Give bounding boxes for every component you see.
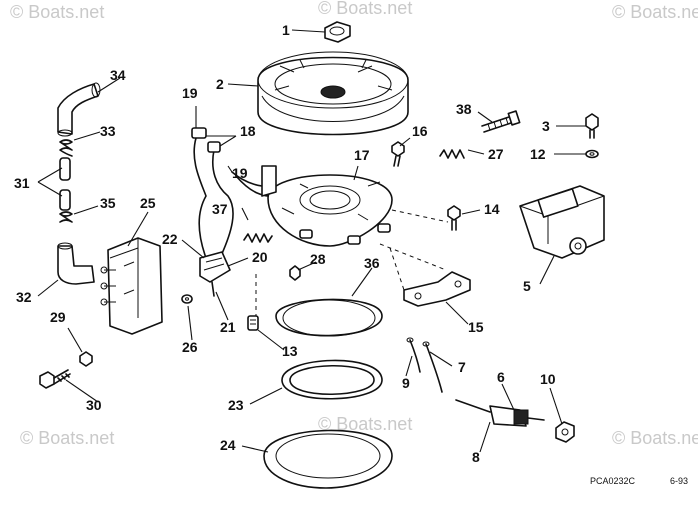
part-1-flywheel-nut xyxy=(324,21,351,43)
part-23-ring xyxy=(281,359,383,400)
callout-37: 37 xyxy=(212,201,228,217)
callout-5: 5 xyxy=(523,278,531,294)
callout-1: 1 xyxy=(282,22,290,38)
callout-34: 34 xyxy=(110,67,126,83)
part-29-nut xyxy=(79,351,93,367)
leader-lines xyxy=(37,29,586,453)
callout-3: 3 xyxy=(542,118,550,134)
part-5-ignition-module xyxy=(519,185,605,259)
callout-35: 35 xyxy=(100,195,116,211)
watermark-top-right: © Boats.net xyxy=(612,2,698,22)
watermark-top-left: © Boats.net xyxy=(10,2,104,22)
callout-24: 24 xyxy=(220,437,236,453)
part-7-wire xyxy=(422,341,443,393)
callout-10: 10 xyxy=(540,371,556,387)
part-38-screw xyxy=(481,110,521,133)
watermark-bottom-left: © Boats.net xyxy=(20,428,114,448)
callout-6: 6 xyxy=(497,369,505,385)
watermark-bottom-right: © Boats.net xyxy=(612,428,698,448)
callout-33: 33 xyxy=(100,123,116,139)
part-3-screw xyxy=(585,113,599,139)
callout-22: 22 xyxy=(162,231,178,247)
stator-leads-harness xyxy=(191,127,281,297)
drawing-date: 6-93 xyxy=(670,476,688,486)
callout-13: 13 xyxy=(282,343,298,359)
callout-28: 28 xyxy=(310,251,326,267)
part-35-spring xyxy=(59,211,73,223)
part-30-screw xyxy=(39,369,71,389)
callout-14: 14 xyxy=(484,201,500,217)
callout-19-lower: 19 xyxy=(232,165,248,181)
part-24-plate xyxy=(263,429,393,489)
part-8-sensor xyxy=(455,399,545,427)
drawing-code: PCA0232C xyxy=(590,476,636,486)
callout-23: 23 xyxy=(228,397,244,413)
callout-31: 31 xyxy=(14,175,30,191)
callout-2: 2 xyxy=(216,76,224,92)
watermarks: © Boats.net © Boats.net © Boats.net © Bo… xyxy=(10,0,698,448)
part-16-screw xyxy=(391,141,405,167)
part-25-power-pack xyxy=(100,237,163,335)
part-34-elbow-boot xyxy=(57,82,101,137)
part-12-washer xyxy=(585,149,599,159)
callout-29: 29 xyxy=(50,309,66,325)
callout-19-upper: 19 xyxy=(182,85,198,101)
watermark-top-center: © Boats.net xyxy=(318,0,412,18)
callout-17: 17 xyxy=(354,147,370,163)
callout-18: 18 xyxy=(240,123,256,139)
callout-labels: 1 2 3 5 6 7 8 9 10 12 13 14 15 16 17 18 … xyxy=(14,22,556,465)
part-17-stator-plate xyxy=(261,165,393,247)
drawing-code-block: PCA0232C 6-93 xyxy=(590,476,688,486)
callout-26: 26 xyxy=(182,339,198,355)
callout-36: 36 xyxy=(364,255,380,271)
callout-25: 25 xyxy=(140,195,156,211)
callout-16: 16 xyxy=(412,123,428,139)
part-26-washer xyxy=(181,294,193,304)
callout-15: 15 xyxy=(468,319,484,335)
callout-20: 20 xyxy=(252,249,268,265)
callout-8: 8 xyxy=(472,449,480,465)
part-2-flywheel xyxy=(257,51,409,136)
part-32-elbow-boot xyxy=(57,242,95,285)
part-27-spring xyxy=(439,149,465,159)
part-9-wire xyxy=(406,337,421,373)
callout-9: 9 xyxy=(402,375,410,391)
part-10-nut xyxy=(555,421,575,443)
callout-27: 27 xyxy=(488,146,504,162)
part-33-spring xyxy=(59,139,73,157)
assembly-lines xyxy=(255,209,449,316)
callout-12: 12 xyxy=(530,146,546,162)
callout-38: 38 xyxy=(456,101,472,117)
part-31-tubes xyxy=(59,157,71,211)
callout-21: 21 xyxy=(220,319,236,335)
watermark-bottom-center: © Boats.net xyxy=(318,414,412,434)
callout-32: 32 xyxy=(16,289,32,305)
part-15-bracket xyxy=(403,271,471,307)
callout-7: 7 xyxy=(458,359,466,375)
part-14-screw xyxy=(447,205,461,231)
callout-30: 30 xyxy=(86,397,102,413)
part-36-retainer-plate xyxy=(275,298,383,337)
part-28-screw xyxy=(289,265,301,281)
part-37-spring xyxy=(243,233,273,243)
part-13-connector xyxy=(247,315,259,331)
